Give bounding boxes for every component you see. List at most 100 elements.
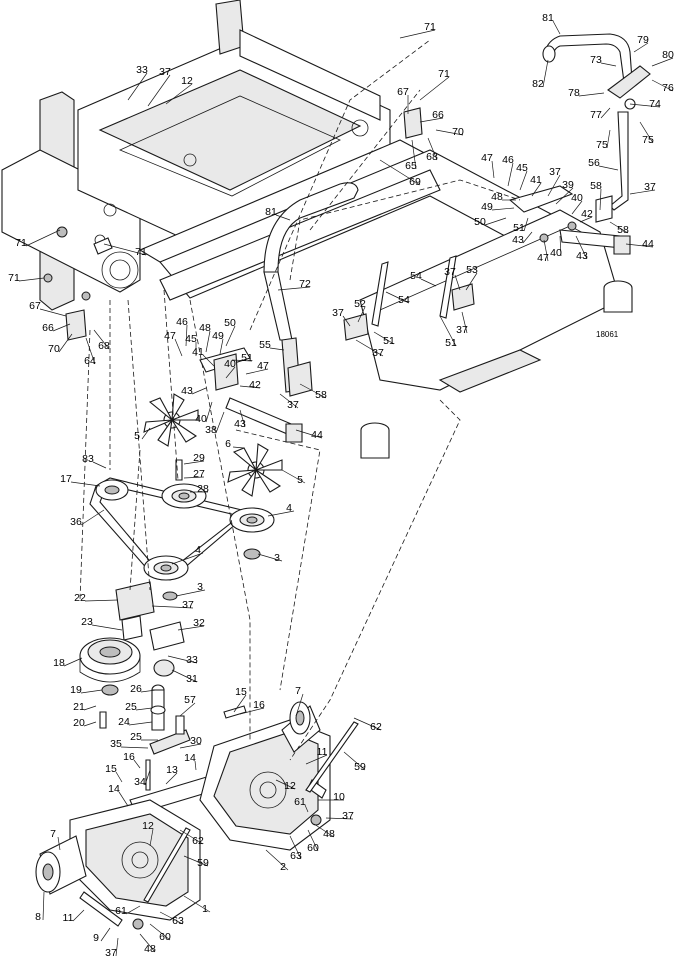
callout-number: 8 (35, 911, 41, 923)
callout-number: 32 (193, 617, 205, 629)
leader-line (91, 624, 123, 631)
callout-c47d: 47 (245, 360, 269, 375)
callout-number: 23 (81, 616, 93, 628)
callout-c62b: 62 (179, 829, 204, 847)
callout-number: 25 (125, 701, 137, 713)
leader-line (171, 552, 204, 565)
callout-number: 4 (195, 544, 201, 556)
callout-c37g: 37 (456, 311, 468, 336)
leader-line (600, 107, 611, 119)
leader-line (552, 20, 561, 35)
callout-number: 40 (224, 358, 236, 370)
callout-c25b: 25 (130, 731, 158, 743)
callout-number: 71 (135, 246, 147, 258)
leader-line (245, 368, 269, 375)
callout-c48d: 48 (139, 933, 156, 955)
callout-number: 54 (398, 294, 410, 306)
callout-number: 37 (644, 181, 656, 193)
callout-number: 44 (311, 429, 323, 441)
callout-c5b: 5 (281, 469, 306, 486)
callout-number: 45 (516, 162, 528, 174)
fan-right (227, 443, 283, 497)
callout-number: 11 (317, 746, 328, 758)
leader-line (600, 62, 617, 67)
callout-c52: 52 (354, 298, 366, 323)
callout-number: 43 (576, 250, 588, 262)
callout-number: 81 (542, 12, 554, 24)
leader-line (357, 306, 366, 323)
leader-line (299, 383, 327, 399)
callout-c47b: 47 (537, 239, 549, 264)
callout-c62a: 62 (353, 717, 382, 733)
callout-c51c: 51 (439, 315, 457, 349)
callout-c71e: 71 (8, 272, 45, 284)
callout-c37a: 37 (147, 66, 171, 107)
callout-number: 47 (257, 360, 269, 372)
leader-line (559, 235, 562, 257)
callout-number: 1 (202, 903, 208, 915)
leader-line (25, 229, 61, 247)
fan-left (143, 393, 199, 447)
leader-line (289, 835, 302, 860)
callout-c47c: 47 (164, 330, 183, 357)
callout-c3a: 3 (257, 552, 283, 564)
leader-line (651, 79, 674, 92)
transaxle-left (35, 799, 201, 921)
callout-c51a: 51 (513, 217, 529, 234)
callout-c48a: 48 (491, 191, 516, 203)
callout-number: 82 (532, 78, 544, 90)
callout-c64: 64 (84, 337, 96, 367)
electric-clutch (79, 637, 191, 755)
leader-line (277, 286, 311, 291)
leader-line (379, 159, 421, 186)
callout-c5a: 5 (134, 427, 151, 442)
callout-number: 40 (550, 247, 562, 259)
leader-line (269, 347, 285, 351)
callout-c80: 80 (651, 49, 674, 67)
callout-c69: 69 (379, 159, 421, 188)
leader-line (571, 200, 583, 215)
callout-c61b: 61 (115, 905, 141, 917)
callout-c71d: 71 (103, 243, 147, 258)
leader-line (52, 323, 71, 332)
callout-number: 54 (410, 270, 422, 282)
callout-number: 24 (118, 716, 130, 728)
callout-c75b: 75 (639, 121, 654, 146)
callout-number: 7 (50, 828, 56, 840)
callout-c50b: 50 (224, 317, 236, 347)
callout-c11a: 11 (305, 746, 328, 765)
callout-number: 59 (197, 857, 209, 869)
callout-c67b: 67 (29, 300, 67, 317)
callout-c12b: 12 (275, 779, 296, 792)
callout-c63b: 63 (159, 911, 184, 927)
callout-c40b: 40 (550, 235, 562, 259)
leader-line (519, 170, 528, 191)
callout-c19: 19 (70, 684, 103, 696)
leader-line (385, 291, 410, 304)
leader-line (543, 239, 549, 262)
callout-number: 33 (136, 64, 148, 76)
assembly-lines (79, 39, 521, 761)
leader-line (523, 217, 529, 232)
leader-line (80, 509, 105, 526)
leader-line (179, 829, 204, 845)
callout-c63a: 63 (289, 835, 302, 862)
callout-number: 72 (299, 278, 311, 290)
leader-line (265, 849, 289, 871)
callout-c56: 56 (588, 157, 619, 171)
callout-number: 21 (73, 701, 85, 713)
callout-c83: 83 (82, 453, 107, 469)
callout-number: 56 (588, 157, 600, 169)
leader-line (427, 137, 438, 161)
callout-c72: 72 (277, 278, 311, 291)
callout-c8: 8 (35, 891, 45, 923)
leader-line (542, 59, 549, 88)
leader-line (205, 330, 211, 353)
leader-line (275, 214, 291, 221)
leader-line (139, 933, 156, 953)
callout-c23: 23 (81, 616, 123, 631)
leader-line (575, 235, 588, 260)
callout-c45b: 45 (185, 333, 197, 356)
